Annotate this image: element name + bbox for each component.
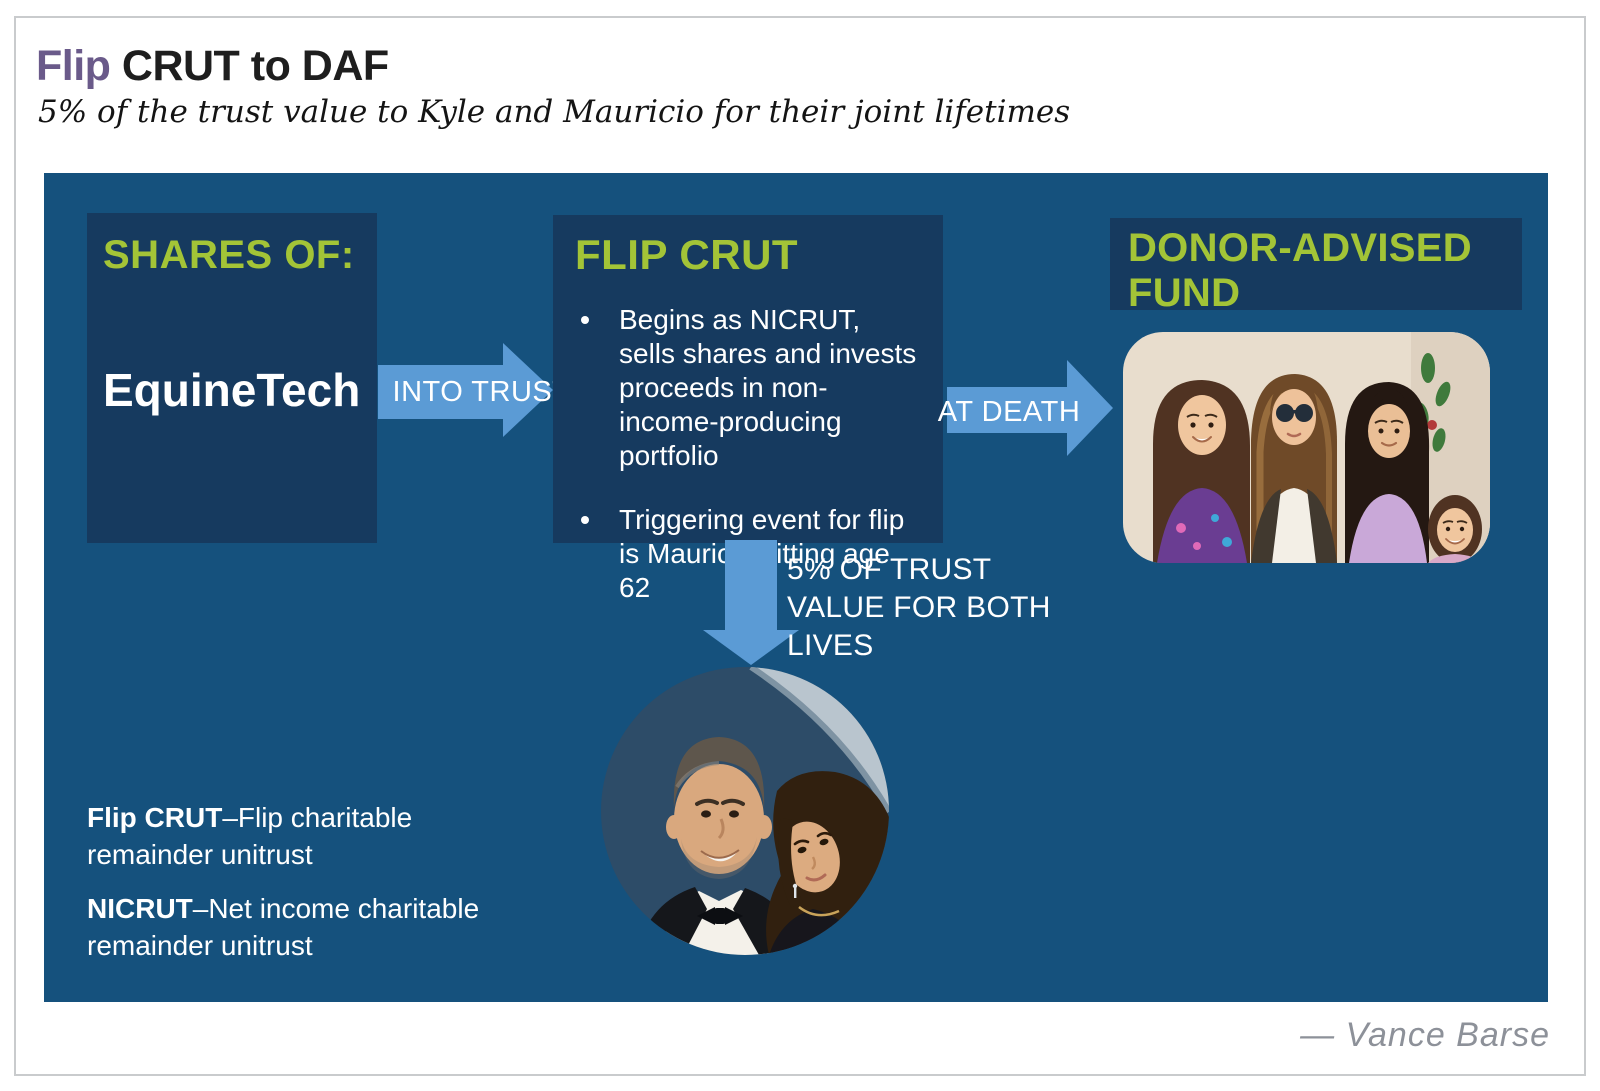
- definition-nicrut: NICRUT–Net income charitable remainder u…: [87, 890, 499, 964]
- at-death-label: AT DEATH: [937, 396, 1081, 428]
- daf-header-box: DONOR-ADVISED FUND: [1110, 218, 1522, 315]
- title-accent: Flip: [36, 42, 111, 90]
- shares-box: SHARES OF: EquineTech: [87, 213, 377, 543]
- diagram-panel: SHARES OF: EquineTech INTO TRUST FLIP CR…: [44, 173, 1548, 1002]
- woman-center: [1251, 374, 1337, 563]
- payout-label: 5% OF TRUST VALUE FOR BOTH LIVES: [787, 553, 1051, 662]
- daf-heading: DONOR-ADVISED FUND: [1128, 226, 1472, 315]
- woman-figure: [766, 771, 889, 955]
- daf-photo-illustration: [1123, 332, 1490, 563]
- page-border: [14, 16, 1586, 1076]
- flip-crut-heading: FLIP CRUT: [575, 231, 799, 278]
- definition-flip-crut: Flip CRUT–Flip charitable remainder unit…: [87, 799, 499, 873]
- daf-beneficiaries-photo: [1123, 332, 1490, 563]
- girl-small: [1428, 495, 1482, 563]
- arrow-body: [378, 365, 503, 419]
- couple-photo-illustration: [601, 667, 889, 955]
- definition-text: –Flip charitable remainder unitrust: [87, 802, 413, 870]
- page-title: Flip CRUT to DAF: [36, 42, 389, 91]
- kyle-mauricio-couple-photo: [601, 667, 889, 955]
- man-figure: [637, 737, 801, 955]
- plant-icon: [1415, 353, 1451, 452]
- girl-right: [1345, 382, 1430, 563]
- arrow-head-icon: [1067, 360, 1113, 456]
- arrow-body: [947, 387, 1067, 433]
- title-rest: CRUT to DAF: [110, 42, 389, 90]
- into-trust-arrow: INTO TRUST: [378, 343, 597, 438]
- definition-text: –Net income charitable remainder unitrus…: [87, 893, 480, 961]
- page-subtitle: 5% of the trust value to Kyle and Mauric…: [38, 94, 1071, 130]
- arrow-head-icon: [503, 343, 553, 437]
- definition-term: Flip CRUT: [87, 802, 223, 833]
- definition-term: NICRUT: [87, 893, 193, 924]
- into-trust-label: INTO TRUST: [392, 376, 571, 408]
- bullet-item: Begins as NICRUT, sells shares and inves…: [575, 303, 917, 473]
- attribution: — Vance Barse: [1300, 1016, 1550, 1054]
- girl-left: [1153, 380, 1250, 563]
- flip-crut-box: FLIP CRUT Begins as NICRUT, sells shares…: [553, 215, 943, 603]
- company-name: EquineTech: [103, 364, 361, 416]
- arrow-body: [725, 540, 777, 630]
- payout-arrow: [703, 540, 799, 665]
- at-death-arrow: AT DEATH: [938, 360, 1113, 457]
- shares-heading: SHARES OF:: [103, 233, 355, 277]
- arrow-head-icon: [703, 630, 799, 665]
- definitions: Flip CRUT–Flip charitable remainder unit…: [87, 799, 499, 981]
